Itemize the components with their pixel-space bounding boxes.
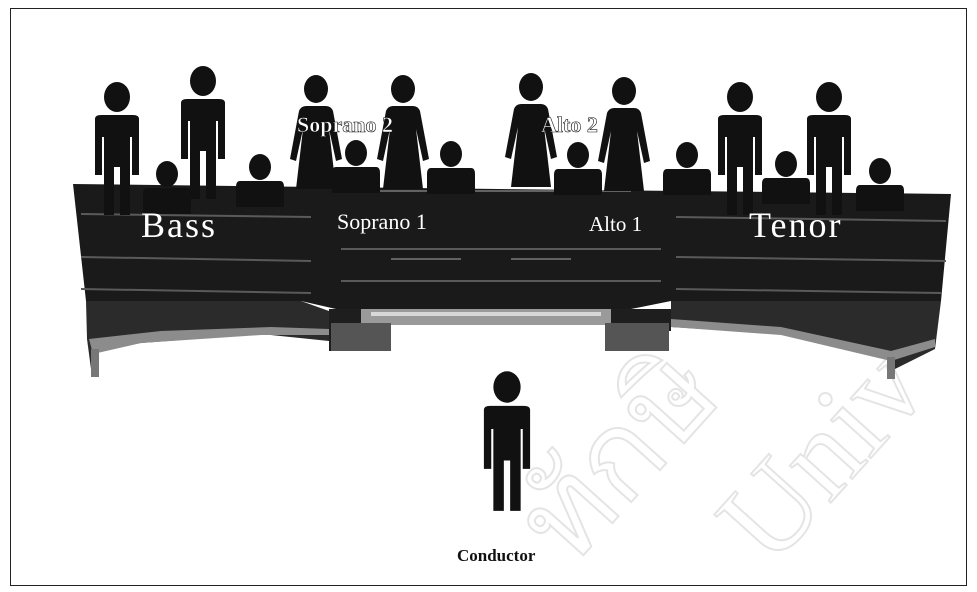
person-icon [236,154,284,207]
person-icon [762,151,810,204]
person-icon [598,77,650,191]
person-icon [181,66,225,199]
choir-diagram: ทักษิ Univ [11,9,967,586]
person-icon [427,141,475,194]
label-soprano-1: Soprano 1 [337,209,427,234]
label-conductor: Conductor [457,546,536,565]
person-icon [856,158,904,211]
person-icon [663,142,711,195]
watermark: ทักษิ Univ [491,319,950,586]
label-soprano-2: Soprano 2 [297,112,393,137]
label-bass: Bass [141,205,217,245]
label-tenor: Tenor [749,205,842,245]
label-alto-2: Alto 2 [541,112,598,137]
person-icon [554,142,602,195]
label-alto-1: Alto 1 [589,212,642,236]
diagram-frame: ทักษิ Univ [10,8,967,586]
